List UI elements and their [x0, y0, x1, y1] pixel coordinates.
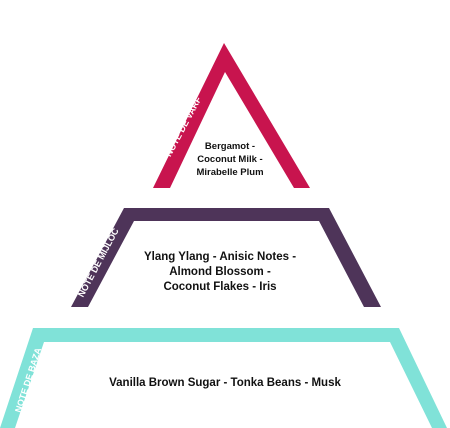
- base-tier-frame: [0, 328, 447, 428]
- top-tier-frame: [153, 43, 310, 188]
- middle-note-line: Coconut Flakes - Iris: [163, 281, 277, 293]
- top-note-line: Bergamot -: [204, 141, 256, 152]
- middle-tier-label: NOTE DE MIJLOC: [76, 226, 121, 299]
- top-notes-text: Bergamot - Coconut Milk - Mirabelle Plum: [175, 140, 285, 179]
- top-note-line: Coconut Milk -: [197, 154, 263, 165]
- top-note-line: Mirabelle Plum: [196, 167, 264, 178]
- base-notes-text: Vanilla Brown Sugar - Tonka Beans - Musk: [60, 376, 390, 391]
- base-note-line: Vanilla Brown Sugar - Tonka Beans - Musk: [109, 377, 341, 389]
- middle-notes-text: Ylang Ylang - Anisic Notes - Almond Blos…: [120, 250, 320, 295]
- middle-note-line: Ylang Ylang - Anisic Notes -: [143, 251, 297, 263]
- middle-note-line: Almond Blossom -: [169, 266, 271, 278]
